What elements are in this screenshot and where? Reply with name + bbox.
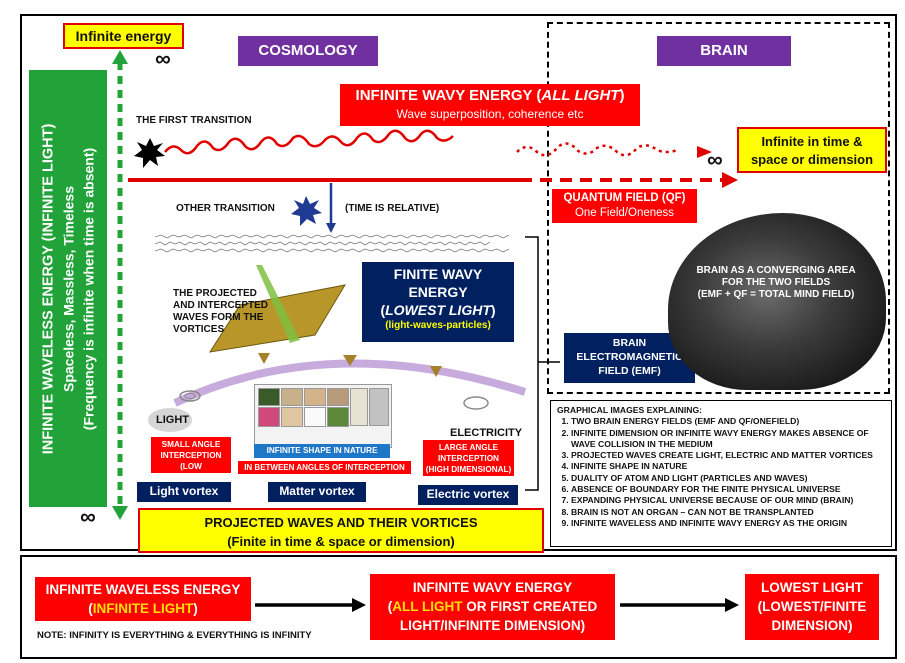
list-item: ABSENCE OF BOUNDARY FOR THE FINITE PHYSI… [571, 484, 885, 495]
other-transition-label: OTHER TRANSITION [176, 203, 275, 214]
infinite-shape-label: INFINITE SHAPE IN NATURE [254, 444, 390, 458]
infinite-energy-label: Infinite energy [63, 23, 184, 49]
cone-2 [343, 355, 357, 366]
brain-section-frame [547, 22, 890, 394]
bottom-waveless-box: INFINITE WAVELESS ENERGY (INFINITE LIGHT… [35, 577, 251, 621]
brain-image [668, 213, 886, 390]
other-transition-star [291, 196, 322, 226]
bottom-lowest-light-box: LOWEST LIGHT (LOWEST/FINITE DIMENSION) [745, 574, 879, 640]
first-transition-star [134, 138, 165, 168]
first-transition-label: THE FIRST TRANSITION [136, 115, 252, 126]
projected-waves-box: PROJECTED WAVES AND THEIR VORTICES (Fini… [138, 508, 544, 553]
large-angle-box: LARGE ANGLE INTERCEPTION (HIGH DIMENSION… [423, 440, 514, 476]
infinite-wavy-dotted [516, 142, 678, 157]
matter-vortex-label: Matter vortex [268, 482, 366, 502]
between-angles-label: IN BETWEEN ANGLES OF INTERCEPTION [238, 461, 411, 474]
waveless-line-1: INFINITE WAVELESS ENERGY (INFINITE LIGHT… [40, 123, 57, 455]
finite-wavy-energy-box: FINITE WAVY ENERGY (LOWEST LIGHT) (light… [362, 262, 514, 342]
infinite-wavy-line [164, 129, 454, 155]
brain-converging-label: BRAIN AS A CONVERGING AREA FOR THE TWO F… [696, 265, 856, 300]
waveless-line-3: (Frequency is infinite when time is abse… [80, 147, 97, 431]
cosmology-heading: COSMOLOGY [238, 36, 378, 66]
quantum-field-box: QUANTUM FIELD (QF) One Field/Oneness [552, 189, 697, 223]
list-item: BRAIN IS NOT AN ORGAN – CAN NOT BE TRANS… [571, 507, 885, 518]
brain-emf-box: BRAIN ELECTROMAGNETIC FIELD (EMF) [564, 333, 695, 383]
list-item: INFINITE DIMENSION OR INFINITE WAVY ENER… [571, 428, 885, 451]
list-item: DUALITY OF ATOM AND LIGHT (PARTICLES AND… [571, 473, 885, 484]
cone-1 [258, 353, 270, 364]
bottom-arrow-2-head [725, 598, 739, 612]
red-arrow-head [722, 172, 738, 188]
vortex-arc [173, 359, 527, 407]
light-vortex-label: Light vortex [137, 482, 231, 502]
nature-images [254, 384, 392, 448]
down-arrow-head [326, 223, 336, 233]
time-relative-label: (TIME IS RELATIVE) [345, 203, 440, 214]
explanations-list: TWO BRAIN ENERGY FIELDS (EMF AND QF/ONEF… [557, 416, 885, 529]
infinite-time-box: Infinite in time & space or dimension [737, 127, 887, 173]
list-heading: GRAPHICAL IMAGES EXPLAINING: [557, 405, 702, 415]
wavy-arrow-head [697, 146, 712, 158]
light-orb [148, 408, 192, 432]
waves-band [154, 234, 510, 253]
wavy-subtitle: Wave superposition, coherence etc [396, 107, 584, 121]
bracket [525, 236, 539, 491]
light-spiral-inner [184, 393, 196, 399]
electricity-label: ELECTRICITY [450, 427, 523, 439]
cone-3 [430, 366, 442, 377]
list-item: PROJECTED WAVES CREATE LIGHT, ELECTRIC A… [571, 450, 885, 461]
infinite-waveless-bar: INFINITE WAVELESS ENERGY (INFINITE LIGHT… [29, 70, 107, 507]
infinity-symbol-right: ∞ [707, 147, 723, 172]
green-arrow-head-up [112, 50, 128, 64]
brain-heading: BRAIN [657, 36, 791, 66]
green-arrow-head-down [112, 506, 128, 520]
list-item: INFINITE SHAPE IN NATURE [571, 461, 885, 472]
electric-spiral [463, 396, 489, 410]
waveless-line-2: Spaceless, Massless, Timeless [60, 186, 77, 392]
bottom-arrow-1-head [352, 598, 366, 612]
infinity-note: NOTE: INFINITY IS EVERYTHING & EVERYTHIN… [37, 630, 312, 641]
bottom-summary-frame [20, 555, 897, 659]
projected-waves-label: THE PROJECTED AND INTERCEPTED WAVES FORM… [173, 288, 269, 335]
infinity-symbol-bottom: ∞ [80, 504, 96, 529]
infinite-wavy-energy-box: INFINITE WAVY ENERGY (ALL LIGHT) Wave su… [340, 84, 640, 126]
interception-plane [208, 284, 347, 353]
interception-wave [256, 265, 300, 343]
light-spiral [179, 390, 201, 402]
small-angle-box: SMALL ANGLE INTERCEPTION (LOW DIMENSIONA… [151, 437, 231, 482]
list-item: TWO BRAIN ENERGY FIELDS (EMF AND QF/ONEF… [571, 416, 885, 427]
list-item: INFINITE WAVELESS AND INFINITE WAVY ENER… [571, 518, 885, 529]
bottom-wavy-box: INFINITE WAVY ENERGY (ALL LIGHT OR FIRST… [370, 574, 615, 640]
light-label: LIGHT [156, 414, 189, 426]
infinity-symbol-top: ∞ [155, 46, 171, 71]
graphical-images-list: GRAPHICAL IMAGES EXPLAINING: TWO BRAIN E… [550, 400, 892, 547]
list-item: EXPANDING PHYSICAL UNIVERSE BECAUSE OF O… [571, 495, 885, 506]
electric-vortex-label: Electric vortex [418, 485, 518, 505]
